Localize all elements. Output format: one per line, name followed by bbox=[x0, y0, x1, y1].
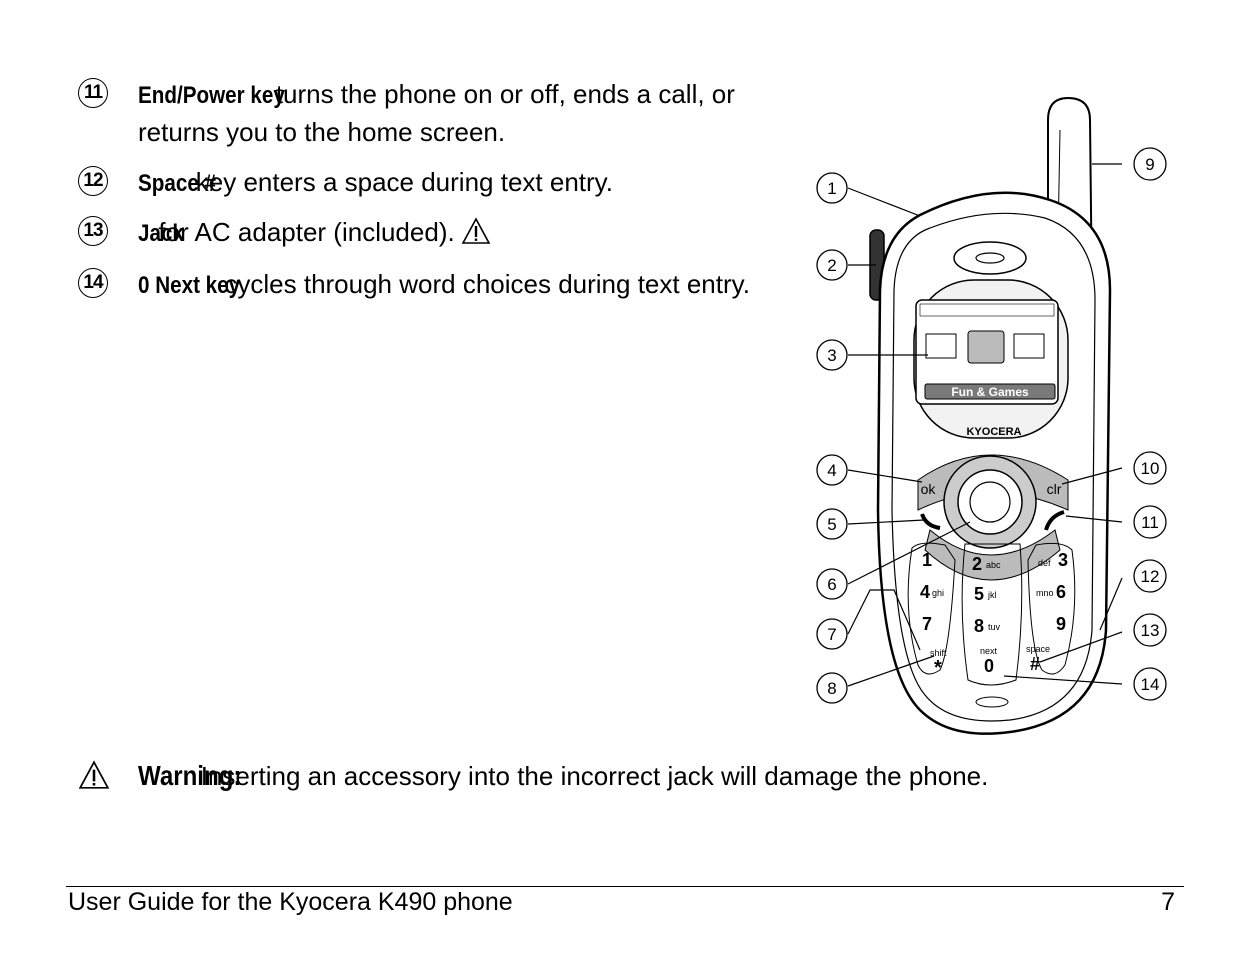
key-6-letters: mno bbox=[1036, 588, 1054, 598]
talk-key-icon[interactable] bbox=[920, 513, 941, 530]
item-text: End/Power key turns the phone on or off,… bbox=[138, 76, 808, 150]
callout-number: 14 bbox=[78, 268, 108, 298]
key-8[interactable]: 8 bbox=[974, 616, 984, 636]
callout-7: 7 bbox=[827, 625, 836, 644]
warning-icon bbox=[461, 217, 491, 254]
key-8-letters: tuv bbox=[988, 622, 1001, 632]
item-description: key enters a space during text entry. bbox=[188, 167, 613, 197]
callout-13: 13 bbox=[1141, 621, 1160, 640]
key-2-letters: abc bbox=[986, 560, 1001, 570]
item-description: for AC adapter (included). bbox=[151, 217, 455, 247]
warning-description: Inserting an accessory into the incorrec… bbox=[193, 761, 989, 791]
key-5-letters: jkl bbox=[987, 590, 997, 600]
callout-2: 2 bbox=[827, 256, 836, 275]
key-hash[interactable]: # bbox=[1030, 654, 1040, 674]
phone-illustration: Fun & Games KYOCERA ok clr 1 2 abc 3 def… bbox=[816, 96, 1167, 735]
callout-number: 11 bbox=[78, 78, 108, 108]
key-3-letters: def bbox=[1038, 558, 1051, 568]
callout-11: 11 bbox=[1141, 513, 1159, 532]
key-2[interactable]: 2 bbox=[972, 554, 982, 574]
callout-5: 5 bbox=[827, 515, 836, 534]
end-key-icon[interactable] bbox=[1044, 510, 1065, 531]
item-description: turns the phone on or off, ends a call, … bbox=[138, 79, 735, 147]
key-4[interactable]: 4 bbox=[920, 582, 930, 602]
callout-number: 12 bbox=[78, 166, 108, 196]
warning-icon bbox=[78, 760, 110, 795]
footer-rule bbox=[66, 886, 1184, 887]
callout-8: 8 bbox=[827, 679, 836, 698]
callout-4: 4 bbox=[827, 461, 836, 480]
item-term: End/Power key bbox=[138, 82, 285, 109]
key-star-label: shift bbox=[930, 648, 947, 658]
callout-1: 1 bbox=[827, 179, 836, 198]
key-star[interactable]: * bbox=[934, 657, 942, 679]
callout-12: 12 bbox=[1141, 567, 1160, 586]
warning-term: Warning: bbox=[138, 760, 242, 791]
item-description: cycles through word choices during text … bbox=[217, 269, 750, 299]
item-term: 0 Next key bbox=[138, 272, 241, 299]
callout-3: 3 bbox=[827, 346, 836, 365]
key-hash-label: space bbox=[1026, 644, 1050, 654]
callout-6: 6 bbox=[827, 575, 836, 594]
item-term: Space # bbox=[138, 170, 217, 197]
key-1[interactable]: 1 bbox=[922, 550, 932, 570]
ok-key[interactable]: ok bbox=[921, 481, 937, 497]
screen-label: Fun & Games bbox=[951, 385, 1029, 399]
item-text: 0 Next key cycles through word choices d… bbox=[138, 266, 798, 304]
callout-14: 14 bbox=[1141, 675, 1160, 694]
clr-key[interactable]: clr bbox=[1047, 481, 1062, 497]
callout-10: 10 bbox=[1141, 459, 1160, 478]
key-9[interactable]: 9 bbox=[1056, 614, 1066, 634]
key-0-label: next bbox=[980, 646, 998, 656]
item-term: Jack bbox=[138, 220, 184, 247]
page-number: 7 bbox=[1161, 888, 1175, 916]
warning-text: Warning: Inserting an accessory into the… bbox=[138, 758, 1218, 794]
key-7[interactable]: 7 bbox=[922, 614, 932, 634]
item-text: Jack for AC adapter (included). bbox=[138, 214, 808, 254]
footer-title: User Guide for the Kyocera K490 phone bbox=[68, 888, 513, 916]
callout-number: 13 bbox=[78, 216, 108, 246]
key-3[interactable]: 3 bbox=[1058, 550, 1068, 570]
key-0[interactable]: 0 bbox=[984, 656, 994, 676]
key-6[interactable]: 6 bbox=[1056, 582, 1066, 602]
key-5[interactable]: 5 bbox=[974, 584, 984, 604]
brand-logo: KYOCERA bbox=[966, 426, 1021, 438]
item-text: Space # key enters a space during text e… bbox=[138, 164, 808, 202]
callout-9: 9 bbox=[1145, 155, 1154, 174]
key-4-letters: ghi bbox=[932, 588, 944, 598]
